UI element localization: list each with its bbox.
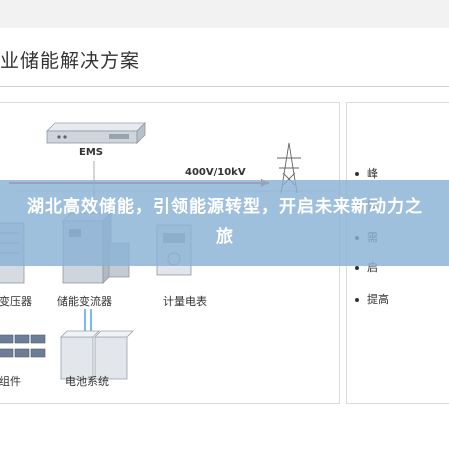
modules-label: 组件 <box>0 375 21 388</box>
banner-headline: 湖北高效储能，引领能源转型，开启未来新动力之旅 <box>27 197 423 247</box>
side-bullet-1: 峰 <box>355 165 378 181</box>
page-title: 业储能解决方案 <box>0 50 141 72</box>
pv-modules-icon <box>0 334 46 358</box>
voltage-label: 400V/10kV <box>185 167 246 178</box>
side-bullet-5: 提高 <box>355 291 389 307</box>
title-divider <box>0 86 449 87</box>
ems-label: EMS <box>79 147 103 158</box>
pcs-label: 储能变流器 <box>57 295 112 308</box>
battery-cabinet-icon <box>60 330 134 380</box>
ems-server-icon <box>46 122 146 144</box>
side-bullet-4: 启 <box>355 259 378 275</box>
transformer-label: 变压器 <box>0 295 32 308</box>
headline-banner <box>0 180 449 266</box>
meter-label: 计量电表 <box>163 295 207 308</box>
battery-label: 电池系统 <box>65 375 109 388</box>
top-bar <box>0 0 449 28</box>
